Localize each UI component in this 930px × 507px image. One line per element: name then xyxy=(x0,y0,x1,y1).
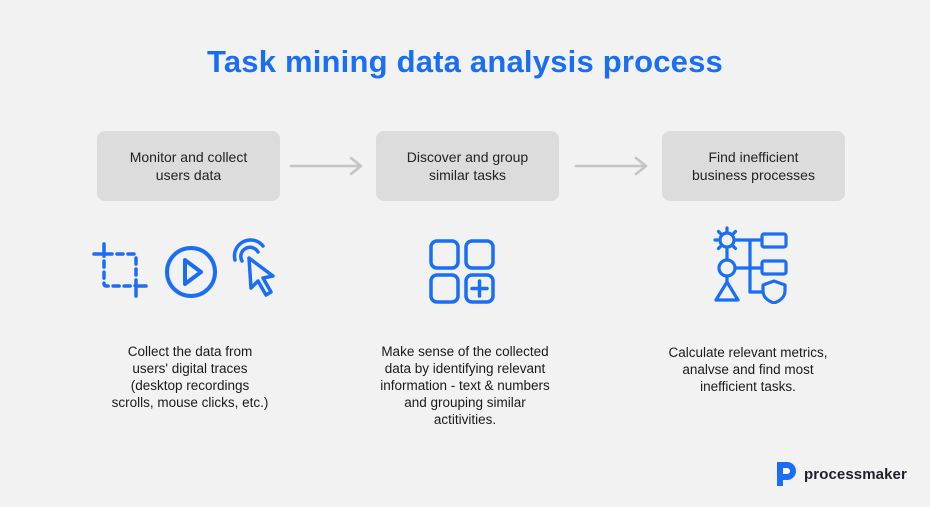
step-monitor-collect: Monitor and collect users data xyxy=(97,131,280,201)
description-make-sense: Make sense of the collected data by iden… xyxy=(380,344,550,427)
step-find-inefficient: Find inefficient business processes xyxy=(662,131,845,201)
description-calculate: Calculate relevant metrics, analvse and … xyxy=(668,345,828,394)
crop-icon xyxy=(92,242,148,298)
step-label: Find inefficient business processes xyxy=(692,149,815,183)
description-collect: Collect the data from users' digital tra… xyxy=(111,344,269,410)
logo-text: processmaker xyxy=(804,465,907,483)
arrow-right-icon xyxy=(574,156,648,176)
grid-add-icon xyxy=(429,239,495,304)
step-label: Monitor and collect users data xyxy=(129,149,248,183)
step-discover-group: Discover and group similar tasks xyxy=(376,131,559,201)
play-icon xyxy=(165,246,217,298)
cursor-click-icon xyxy=(232,238,275,297)
process-flow-icon xyxy=(713,226,788,304)
arrow-right-icon xyxy=(289,156,363,176)
step-label: Discover and group similar tasks xyxy=(406,149,529,183)
processmaker-logo: processmaker xyxy=(774,459,907,489)
page-title: Task mining data analysis process xyxy=(206,44,723,79)
processmaker-logo-icon xyxy=(777,462,796,486)
